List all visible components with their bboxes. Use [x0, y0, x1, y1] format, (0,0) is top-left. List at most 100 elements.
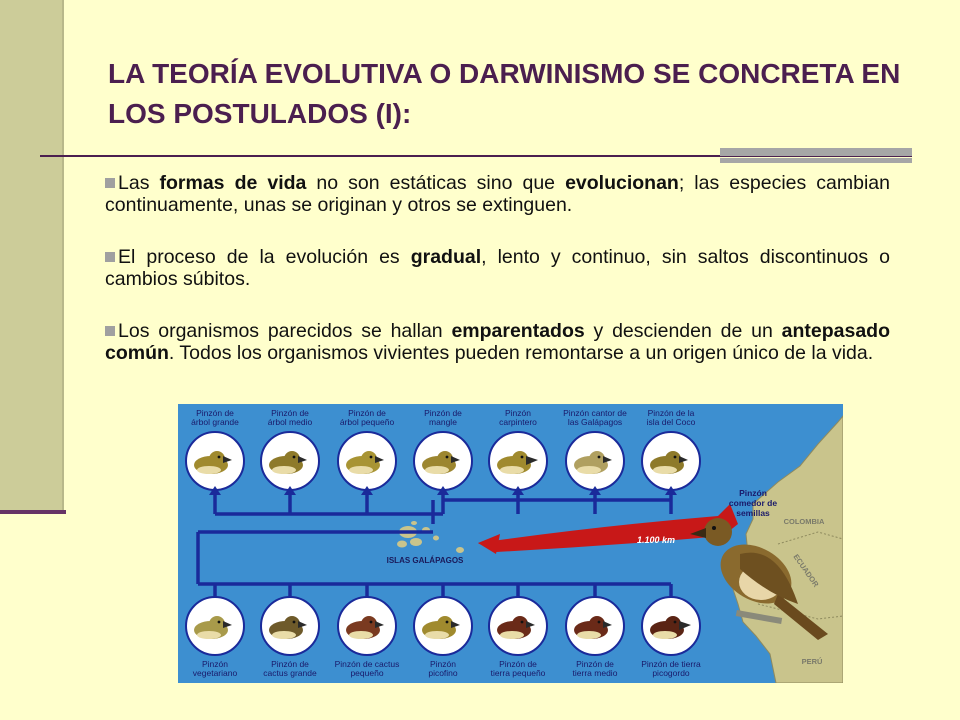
- arrowhead-up: [512, 486, 524, 495]
- finch-eye: [673, 620, 677, 624]
- bullet-text: El proceso de la evolución es: [118, 246, 411, 268]
- seed-finch-label: Pinzón: [739, 488, 767, 498]
- finch-head: [589, 616, 605, 632]
- border-line: [777, 531, 843, 545]
- finch-name-bottom: Pinzón de: [576, 659, 614, 669]
- migration-arrow: [478, 504, 738, 552]
- bullet-text: Las: [118, 172, 160, 194]
- sidebar-edge: [62, 0, 64, 512]
- finch-head: [209, 451, 225, 467]
- bullet-square-icon: [105, 178, 115, 188]
- bird-perch: [735, 610, 783, 624]
- bullet-text: , lento y continuo, sin saltos discontin…: [105, 246, 890, 290]
- finch-name-top: Pinzón: [505, 408, 531, 418]
- finch-eye: [217, 455, 221, 459]
- finch-name-bottom: picofino: [428, 668, 458, 678]
- seed-finch-label: comedor de: [729, 498, 777, 508]
- finch-name-top: Pinzón de la: [648, 408, 695, 418]
- finch-name-top: isla del Coco: [647, 417, 696, 427]
- finch-beak: [451, 456, 460, 463]
- finch-name-top: Pinzón de: [424, 408, 462, 418]
- finch-eye: [597, 620, 601, 624]
- island: [456, 547, 464, 553]
- finch-belly: [577, 466, 601, 474]
- island: [433, 535, 439, 541]
- finch-eye: [520, 620, 524, 624]
- finch-icon: [641, 431, 701, 491]
- finch-name-bottom: Pinzón de: [499, 659, 537, 669]
- finch-name-top: las Galápagos: [568, 417, 622, 427]
- bullet-item: El proceso de la evolución es gradual, l…: [105, 246, 890, 290]
- finch-beak: [526, 621, 535, 628]
- finch-name-bottom: Pinzón de cactus: [335, 659, 400, 669]
- finch-name-top: Pinzón de: [271, 408, 309, 418]
- arrowhead-up: [361, 486, 373, 495]
- bird-beak: [690, 528, 706, 538]
- finch-name-bottom: tierra medio: [573, 668, 618, 678]
- finch-name-bottom: vegetariano: [193, 668, 238, 678]
- finch-beak: [679, 456, 688, 463]
- arrowhead-up: [589, 486, 601, 495]
- finch-eye: [292, 455, 296, 459]
- finch-icon: [337, 596, 397, 656]
- finch-name-top: Pinzón de: [196, 408, 234, 418]
- finch-icon: [565, 596, 625, 656]
- finch-name-top: árbol pequeño: [340, 417, 395, 427]
- sidebar-base-line: [0, 510, 66, 514]
- arrowhead-up: [665, 486, 677, 495]
- finch-name-bottom: pequeño: [350, 668, 383, 678]
- finch-belly: [197, 466, 221, 474]
- finch-icon: [565, 431, 625, 491]
- finch-head: [665, 616, 681, 632]
- finch-beak: [298, 621, 307, 628]
- finch-name-bottom: Pinzón de tierra: [641, 659, 701, 669]
- finch-eye: [292, 620, 296, 624]
- finch-belly: [653, 466, 677, 474]
- bullet-text: no son estáticas sino que: [306, 172, 566, 194]
- finch-name-bottom: tierra pequeño: [491, 668, 546, 678]
- island: [410, 538, 422, 546]
- finch-head: [284, 616, 300, 632]
- finch-eye: [217, 620, 221, 624]
- finch-head: [589, 451, 605, 467]
- finch-name-top: carpintero: [499, 417, 537, 427]
- slide-title: LA TEORÍA EVOLUTIVA O DARWINISMO SE CONC…: [108, 58, 901, 129]
- finch-icon: [260, 431, 320, 491]
- finch-name-bottom: Pinzón: [430, 659, 456, 669]
- island: [397, 540, 407, 548]
- finch-beak: [298, 456, 307, 463]
- finch-eye: [369, 455, 373, 459]
- bird-eye: [712, 526, 716, 530]
- slide-sidebar: [0, 0, 62, 512]
- bullet-text: Los organismos parecidos se hallan: [118, 320, 452, 342]
- finch-icon: [488, 431, 548, 491]
- finch-name-bottom: Pinzón: [202, 659, 228, 669]
- finch-beak: [679, 621, 691, 630]
- finch-eye: [445, 620, 449, 624]
- finch-beak: [603, 456, 612, 463]
- finch-belly: [653, 631, 677, 639]
- finch-eye: [597, 455, 601, 459]
- bullet-emphasis: antepasado común: [105, 320, 890, 364]
- bullet-text: ; las especies cambian continuamente, un…: [105, 172, 890, 216]
- finch-name-top: Pinzón cantor de: [563, 408, 627, 418]
- finch-eye: [520, 455, 524, 459]
- finch-beak: [223, 621, 232, 628]
- bullet-emphasis: gradual: [410, 246, 482, 268]
- finch-icon: [185, 596, 245, 656]
- bullet-item: Los organismos parecidos se hallan empar…: [105, 320, 890, 364]
- finch-head: [361, 616, 377, 632]
- finch-icon: [185, 431, 245, 491]
- finch-head: [361, 451, 377, 467]
- finch-belly: [577, 631, 601, 639]
- finch-name-bottom: cactus grande: [263, 668, 317, 678]
- finch-name-top: mangle: [429, 417, 457, 427]
- distance-label: 1.100 km: [637, 535, 675, 545]
- border-line: [757, 603, 843, 620]
- finch-beak: [603, 621, 612, 628]
- bullet-item: Las formas de vida no son estáticas sino…: [105, 172, 890, 216]
- bullet-text: y descienden de un: [584, 320, 782, 342]
- bird-wing: [740, 552, 798, 604]
- bullet-square-icon: [105, 252, 115, 262]
- finch-icon: [641, 596, 701, 656]
